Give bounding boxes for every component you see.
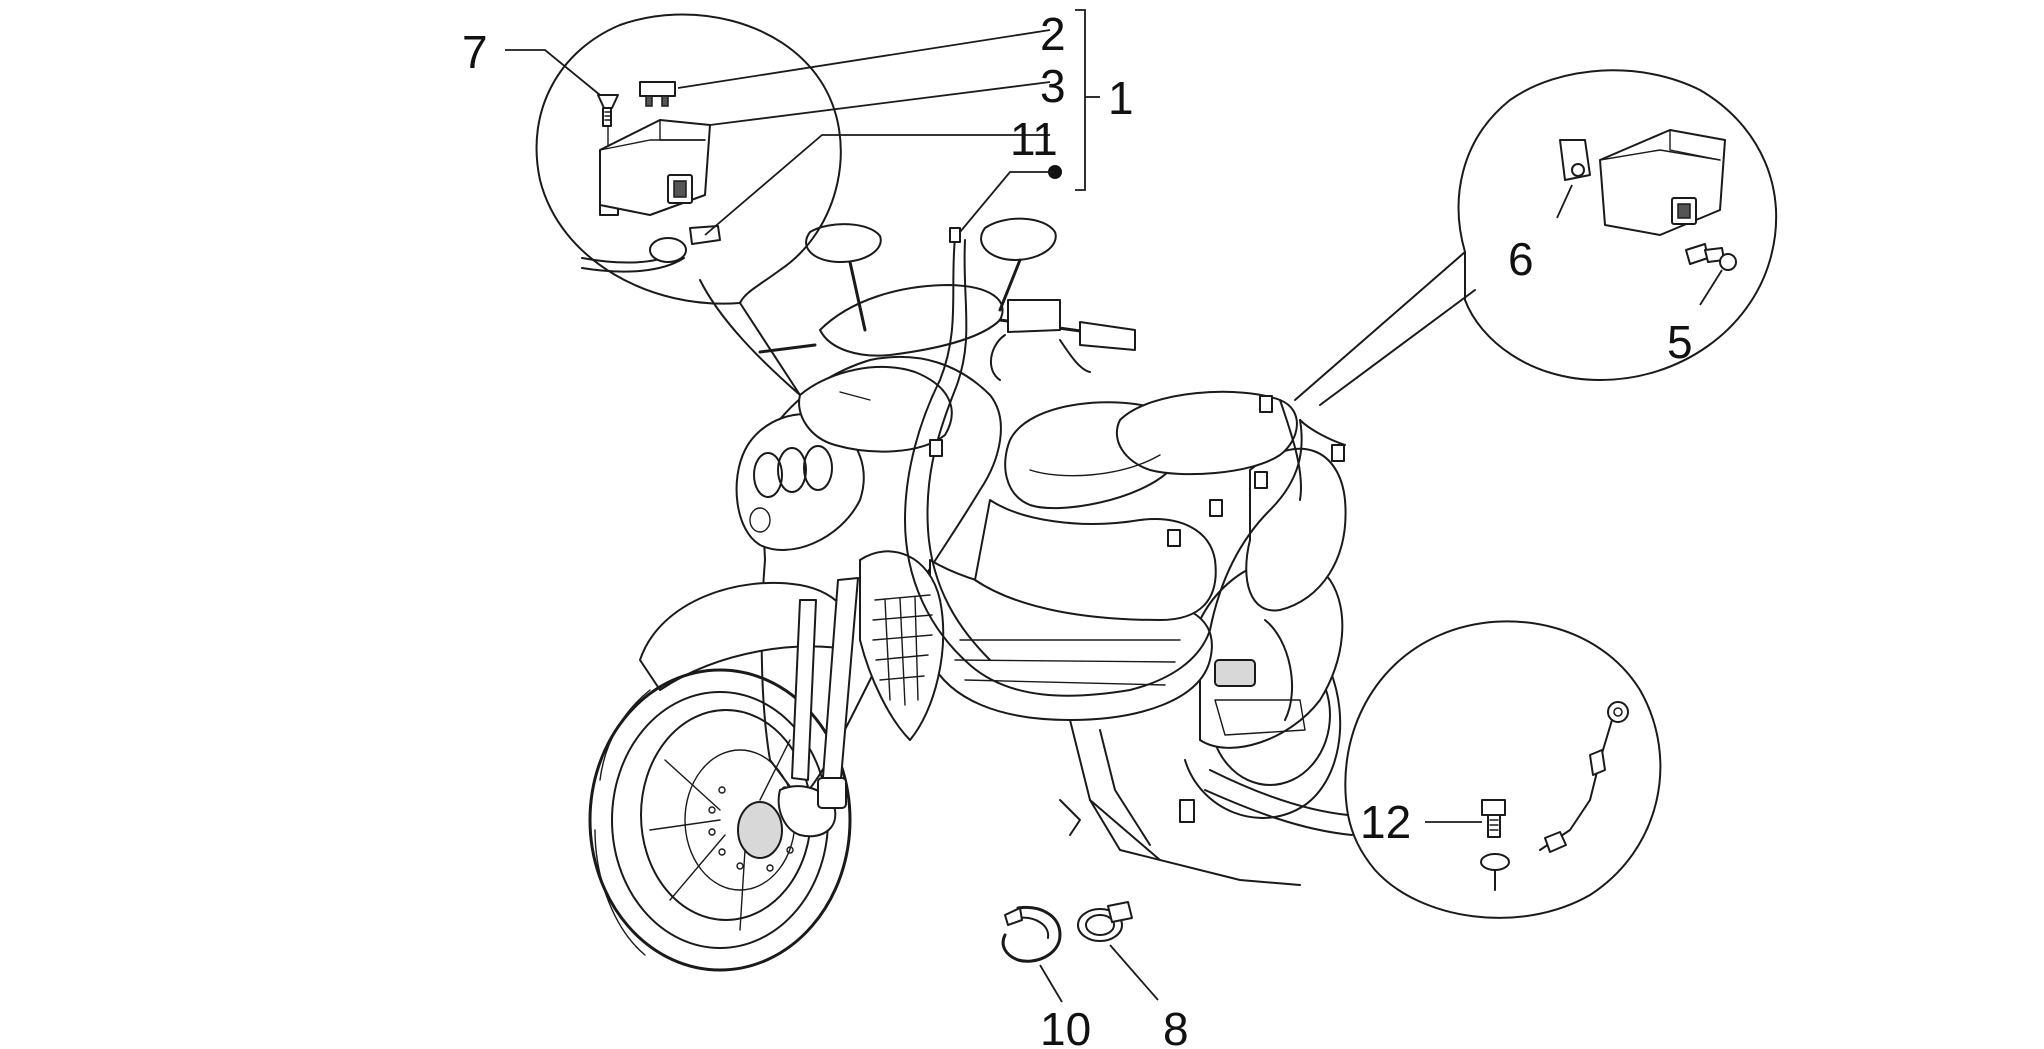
callout-8: 8 — [1163, 1003, 1189, 1049]
callout-11: 11 — [1010, 113, 1058, 165]
ground-cable — [1480, 701, 1629, 891]
scooter-drawing — [588, 217, 1347, 972]
group-bracket — [959, 9, 1100, 233]
bolt-part-12 — [1481, 799, 1506, 838]
callout-1: 1 — [1108, 72, 1134, 124]
fuse-part-2 — [639, 81, 676, 107]
callout-7: 7 — [462, 26, 488, 78]
screw-part-5 — [1685, 243, 1737, 271]
callout-10: 10 — [1040, 1003, 1091, 1049]
seat — [1004, 390, 1298, 510]
clamp-part-10 — [1001, 905, 1063, 1003]
clamp-part-8 — [1077, 901, 1159, 1001]
cable-part-11 — [581, 225, 721, 273]
detail-circle-fuse-box — [505, 13, 1051, 396]
callout-labels: 1 2 3 5 6 7 8 10 11 12 — [462, 8, 1693, 1049]
front-fork — [791, 577, 859, 809]
fuse-holder-part-3 — [599, 119, 711, 216]
detail-circle-relay — [1294, 69, 1778, 406]
callout-2: 2 — [1040, 8, 1066, 60]
rear-body — [1199, 447, 1347, 749]
wiring-harness — [904, 227, 1346, 697]
centre-stand — [1059, 719, 1301, 886]
callout-3: 3 — [1040, 60, 1066, 112]
callout-5: 5 — [1667, 316, 1693, 368]
detail-circle-ground-cable — [1204, 620, 1662, 919]
handlebar — [758, 217, 1136, 381]
relay-box — [1599, 129, 1726, 236]
callout-12: 12 — [1360, 796, 1411, 848]
screw-part-7 — [597, 94, 619, 127]
grille — [872, 594, 933, 706]
bracket-part-6 — [1559, 139, 1591, 181]
callout-6: 6 — [1508, 233, 1534, 285]
